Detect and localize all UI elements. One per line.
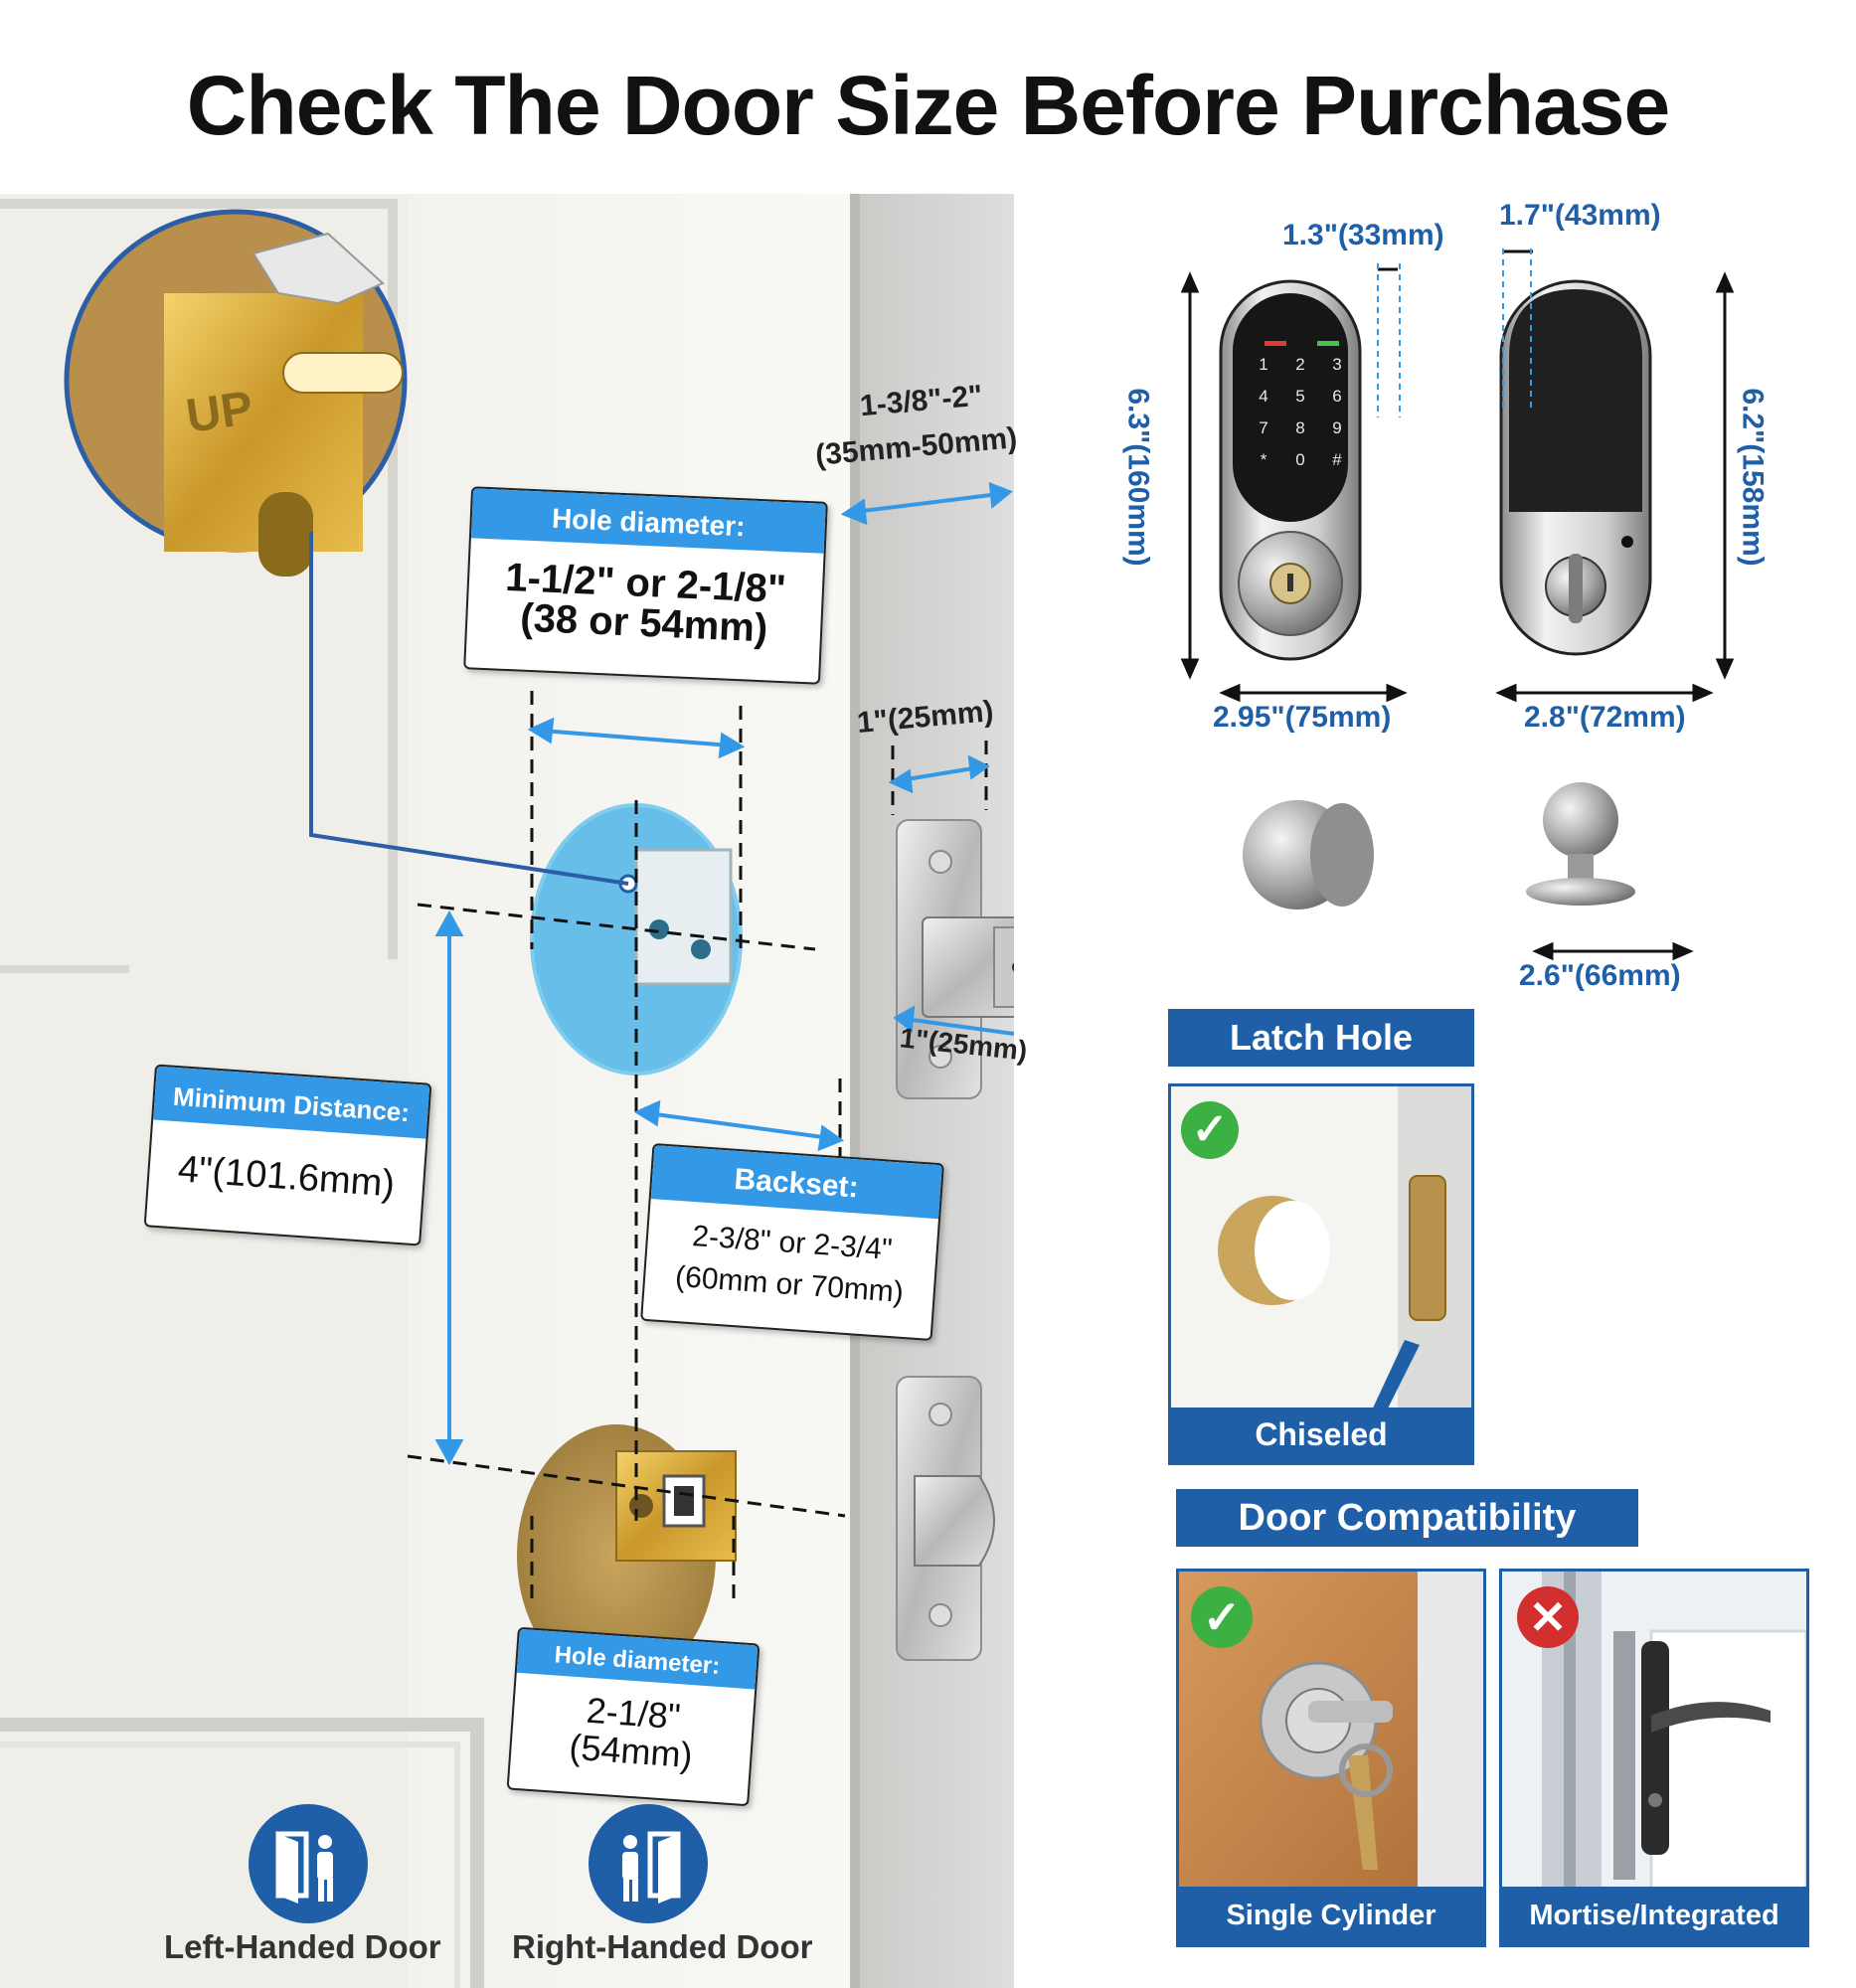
door-compatibility-title: Door Compatibility — [1176, 1489, 1638, 1547]
key-3: 3 — [1332, 355, 1341, 374]
door-diagram: UP — [0, 194, 1029, 1988]
front-width-label: 2.95"(75mm) — [1213, 701, 1392, 734]
key-6: 6 — [1332, 387, 1341, 406]
page-title: Check The Door Size Before Purchase — [186, 59, 1670, 152]
deadbolt-hole-callout: Hole diameter: 1-1/2" or 2-1/8" (38 or 5… — [463, 486, 828, 685]
latch-hole-callout: Hole diameter: 2-1/8" (54mm) — [506, 1626, 760, 1807]
minimum-distance-value: 4"(101.6mm) — [176, 1148, 397, 1206]
key-7: 7 — [1259, 418, 1267, 437]
left-handed-door-icon — [249, 1804, 368, 1923]
deadbolt-hole-body: 1-1/2" or 2-1/8" (38 or 54mm) — [467, 538, 824, 651]
key-0: 0 — [1295, 450, 1304, 469]
key-4: 4 — [1259, 387, 1267, 406]
key-8: 8 — [1295, 418, 1304, 437]
right-handed-door-label: Right-Handed Door — [512, 1928, 813, 1965]
check-icon: ✓ — [1181, 1101, 1239, 1159]
minimum-distance-callout: Minimum Distance: 4"(101.6mm) — [143, 1064, 432, 1246]
latch-hole-title: Latch Hole — [1168, 1009, 1474, 1067]
latch-hole-body: 2-1/8" (54mm) — [511, 1673, 756, 1779]
single-cylinder-panel: ✓ Single Cylinder — [1176, 1569, 1486, 1947]
back-depth-label: 1.7"(43mm) — [1499, 199, 1661, 232]
mortise-integrated-caption: Mortise/Integrated — [1502, 1887, 1806, 1944]
check-icon: ✓ — [1191, 1586, 1253, 1648]
key-1: 1 — [1259, 355, 1267, 374]
keypad-keys: 1 2 3 4 5 6 7 8 9 * 0 # — [1259, 355, 1342, 469]
right-handed-door-icon — [589, 1804, 708, 1923]
latch-hole-caption: Chiseled — [1171, 1408, 1471, 1462]
single-cylinder-illustration — [1179, 1572, 1483, 1944]
back-width-label: 2.8"(72mm) — [1524, 701, 1686, 734]
latch-hole-panel: ✓ Chiseled — [1168, 1083, 1474, 1465]
key-hash: # — [1332, 450, 1342, 469]
front-height-label: 6.3"(160mm) — [1121, 388, 1155, 567]
product-dimensions: 1 2 3 4 5 6 7 8 9 * 0 # — [1122, 194, 1829, 1009]
key-2: 2 — [1295, 355, 1304, 374]
key-star: * — [1261, 450, 1267, 469]
front-depth-label: 1.3"(33mm) — [1282, 219, 1444, 251]
lock-illustrations: 1 2 3 4 5 6 7 8 9 * 0 # — [1180, 248, 1735, 961]
backset-callout: Backset: 2-3/8" or 2-3/4" (60mm or 70mm) — [640, 1142, 944, 1342]
latch-up-stamp: UP — [183, 382, 255, 443]
key-5: 5 — [1295, 387, 1304, 406]
knob-width-label: 2.6"(66mm) — [1519, 959, 1681, 992]
single-cylinder-caption: Single Cylinder — [1179, 1887, 1483, 1944]
key-9: 9 — [1332, 418, 1341, 437]
left-handed-door-label: Left-Handed Door — [164, 1928, 441, 1965]
back-height-label: 6.2"(158mm) — [1736, 388, 1770, 567]
backset-body: 2-3/8" or 2-3/4" (60mm or 70mm) — [644, 1199, 938, 1316]
mortise-integrated-panel: ✕ Mortise/Integrated — [1499, 1569, 1809, 1947]
cross-icon: ✕ — [1517, 1586, 1579, 1648]
